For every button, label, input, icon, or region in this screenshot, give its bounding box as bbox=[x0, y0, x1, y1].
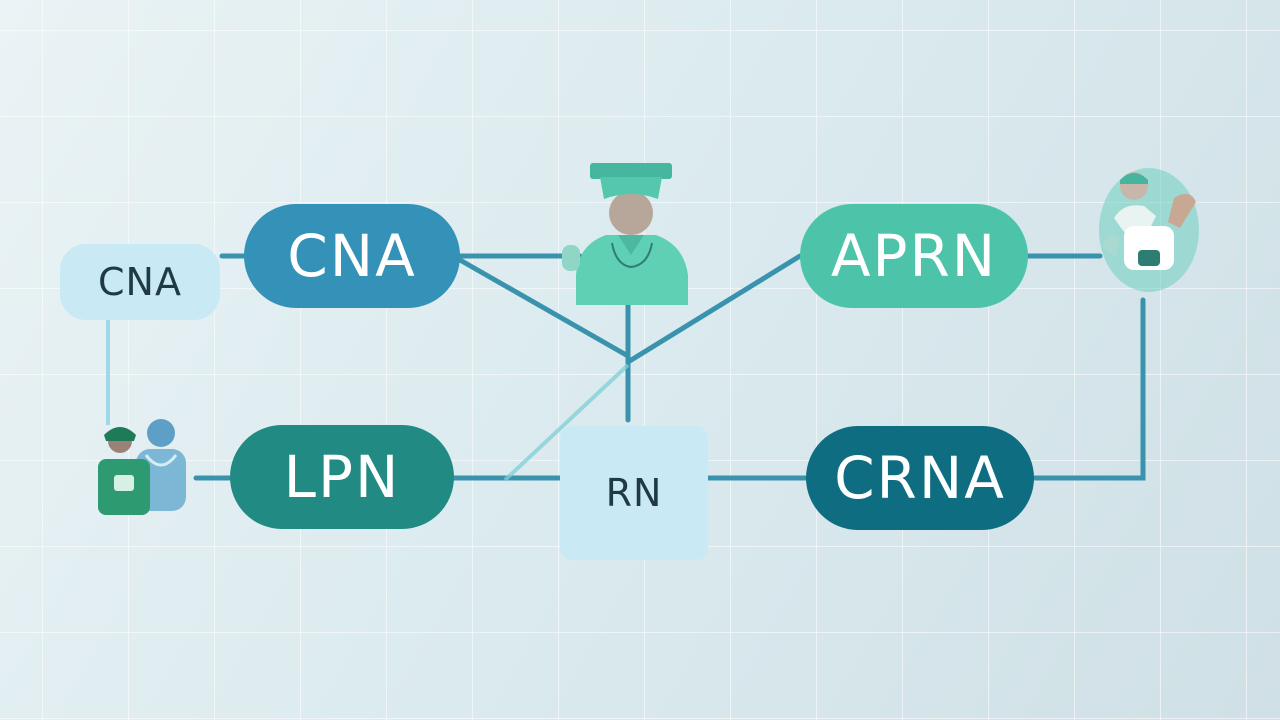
rn-node: RN bbox=[560, 426, 708, 560]
link-icon-crna bbox=[1031, 297, 1146, 481]
lpn-label: LPN bbox=[283, 443, 401, 511]
caregiver-pair-icon bbox=[98, 419, 186, 515]
cna-node: CNA bbox=[244, 204, 460, 308]
link-hub-aprn bbox=[625, 253, 803, 365]
aprn-node: APRN bbox=[800, 204, 1028, 308]
patient-care-icon bbox=[1099, 168, 1199, 292]
crna-node: CRNA bbox=[806, 426, 1034, 530]
cna-small-label: CNA bbox=[98, 260, 182, 304]
link-cna-hub bbox=[457, 257, 631, 359]
rn-label: RN bbox=[605, 471, 663, 515]
lpn-node: LPN bbox=[230, 425, 454, 529]
nurse-figure-icon bbox=[562, 163, 688, 305]
aprn-label: APRN bbox=[830, 222, 998, 290]
crna-label: CRNA bbox=[834, 444, 1006, 512]
link-hub-lpn-faint bbox=[503, 363, 630, 482]
cna-small-node: CNA bbox=[60, 244, 220, 320]
cna-label: CNA bbox=[287, 222, 417, 290]
